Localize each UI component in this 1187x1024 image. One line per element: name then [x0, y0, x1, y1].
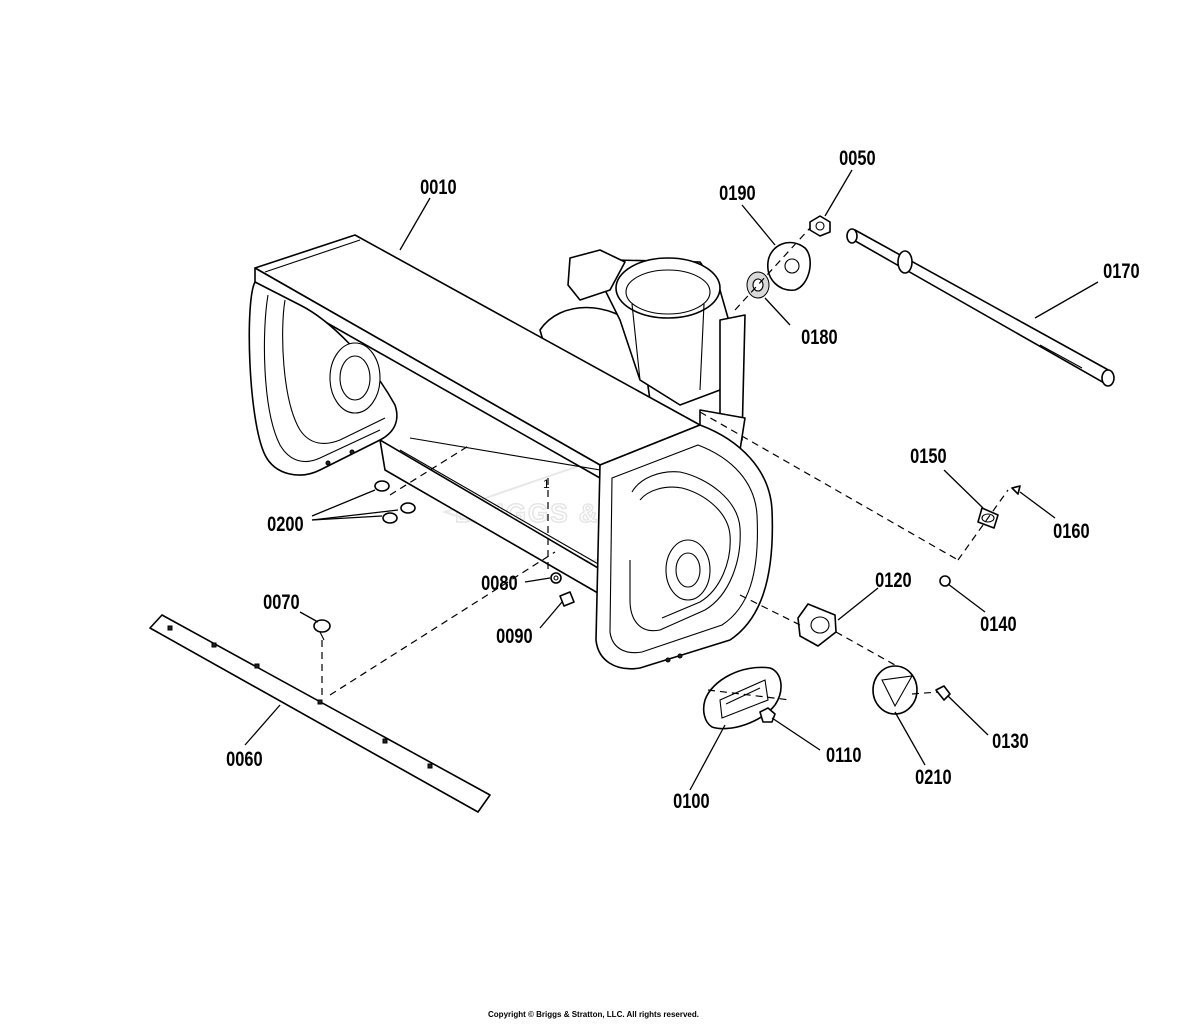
self-tap-screw[interactable] — [1011, 485, 1021, 495]
callout-0100[interactable]: 0100 — [673, 789, 709, 812]
scraper-bar[interactable] — [149, 614, 491, 813]
callout-0010[interactable]: 0010 — [420, 175, 456, 198]
callout-0140[interactable]: 0140 — [980, 612, 1016, 635]
callout-0190[interactable]: 0190 — [719, 181, 755, 204]
callout-labels: 0010 0050 0190 0170 0180 0150 0160 0200 … — [226, 146, 1139, 812]
callout-0160[interactable]: 0160 — [1053, 519, 1089, 542]
copyright-notice: Copyright © Briggs & Stratton, LLC. All … — [488, 1010, 699, 1019]
callout-0130[interactable]: 0130 — [992, 729, 1028, 752]
auger-shaft[interactable] — [846, 228, 1115, 387]
callout-0150[interactable]: 0150 — [910, 444, 946, 467]
assembly-lines — [321, 227, 1009, 701]
triangle-cover-plate[interactable] — [872, 665, 918, 715]
callout-0110[interactable]: 0110 — [826, 743, 862, 766]
callout-0060[interactable]: 0060 — [226, 747, 262, 770]
hex-screw[interactable] — [935, 685, 951, 701]
callout-0070[interactable]: 0070 — [263, 590, 299, 613]
ball-bearing[interactable] — [746, 271, 770, 299]
lock-nut[interactable] — [809, 215, 831, 237]
hex-bolt[interactable] — [759, 707, 776, 723]
callout-0120[interactable]: 0120 — [875, 568, 911, 591]
callout-0170[interactable]: 0170 — [1103, 259, 1139, 282]
callout-0210[interactable]: 0210 — [915, 765, 951, 788]
carriage-bolt[interactable] — [313, 619, 331, 641]
callout-0180[interactable]: 0180 — [801, 325, 837, 348]
callout-0050[interactable]: 0050 — [839, 146, 875, 169]
reference-number: 1 — [543, 477, 550, 491]
callout-0090[interactable]: 0090 — [496, 624, 532, 647]
bearing-housing[interactable] — [797, 603, 837, 647]
bearing-flange[interactable] — [767, 241, 811, 291]
auger-housing[interactable] — [248, 234, 774, 670]
flange-nut[interactable] — [939, 575, 951, 587]
leader-lines — [244, 169, 1099, 791]
callout-0080[interactable]: 0080 — [481, 571, 517, 594]
callout-0200[interactable]: 0200 — [267, 512, 303, 535]
carriage-bolts[interactable] — [374, 480, 416, 524]
hex-nut[interactable] — [550, 572, 562, 584]
flange-bolt[interactable] — [559, 591, 575, 607]
